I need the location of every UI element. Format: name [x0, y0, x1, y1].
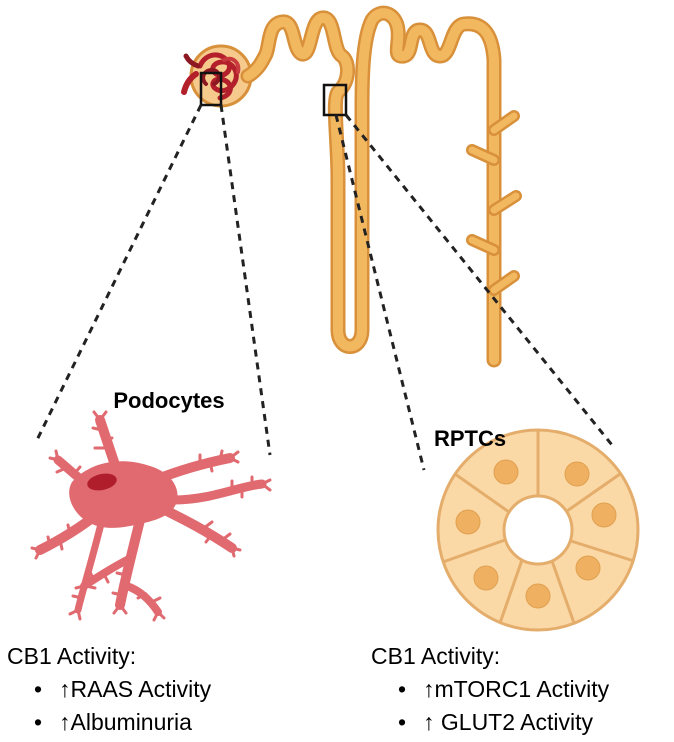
rptc-callout-left — [334, 114, 426, 471]
bullet: • — [398, 709, 407, 735]
nephron — [181, 5, 522, 368]
podocytes-title: Podocytes — [113, 388, 225, 413]
podocyte-callout-left — [34, 104, 203, 443]
podocyte-effects: CB1 Activity: • ↑RAAS Activity • ↑Albumi… — [7, 640, 211, 739]
effect-text: ↑ GLUT2 Activity — [423, 709, 593, 735]
podocyte-illustration — [30, 410, 272, 622]
podocyte-nucleus — [87, 473, 117, 491]
bullet: • — [34, 676, 43, 702]
bullet: • — [398, 676, 407, 702]
effect-text: ↑Albuminuria — [59, 709, 192, 735]
effect-text: ↑RAAS Activity — [59, 676, 212, 702]
list-item: • ↑Albuminuria — [7, 706, 211, 739]
bullet: • — [34, 709, 43, 735]
list-item: • ↑ GLUT2 Activity — [371, 706, 609, 739]
callout-lines — [34, 104, 614, 471]
rptc-nuclei — [455, 459, 617, 609]
rptc-illustration — [436, 428, 640, 632]
podocyte-effects-heading: CB1 Activity: — [7, 643, 137, 669]
rptc-cell-boundaries — [442, 430, 635, 624]
list-item: • ↑RAAS Activity — [7, 673, 211, 706]
tubule-zoom-box — [322, 83, 348, 117]
rptc-lumen — [502, 494, 574, 566]
renal-tubule — [240, 5, 522, 368]
podocyte-callout-right — [219, 104, 272, 456]
rptc-effects-heading: CB1 Activity: — [371, 643, 501, 669]
glomerulus — [181, 52, 241, 101]
glomerulus-zoom-box — [199, 71, 223, 107]
rptc-callout-right — [344, 114, 614, 446]
rptcs-title: RPTCs — [433, 426, 507, 451]
podocyte-effects-list: • ↑RAAS Activity • ↑Albuminuria — [7, 673, 211, 739]
rptc-effects-list: • ↑mTORC1 Activity • ↑ GLUT2 Activity — [371, 673, 609, 739]
rptc-effects: CB1 Activity: • ↑mTORC1 Activity • ↑ GLU… — [371, 640, 609, 739]
list-item: • ↑mTORC1 Activity — [371, 673, 609, 706]
podocyte-body — [69, 461, 178, 528]
effect-text: ↑mTORC1 Activity — [423, 676, 610, 702]
